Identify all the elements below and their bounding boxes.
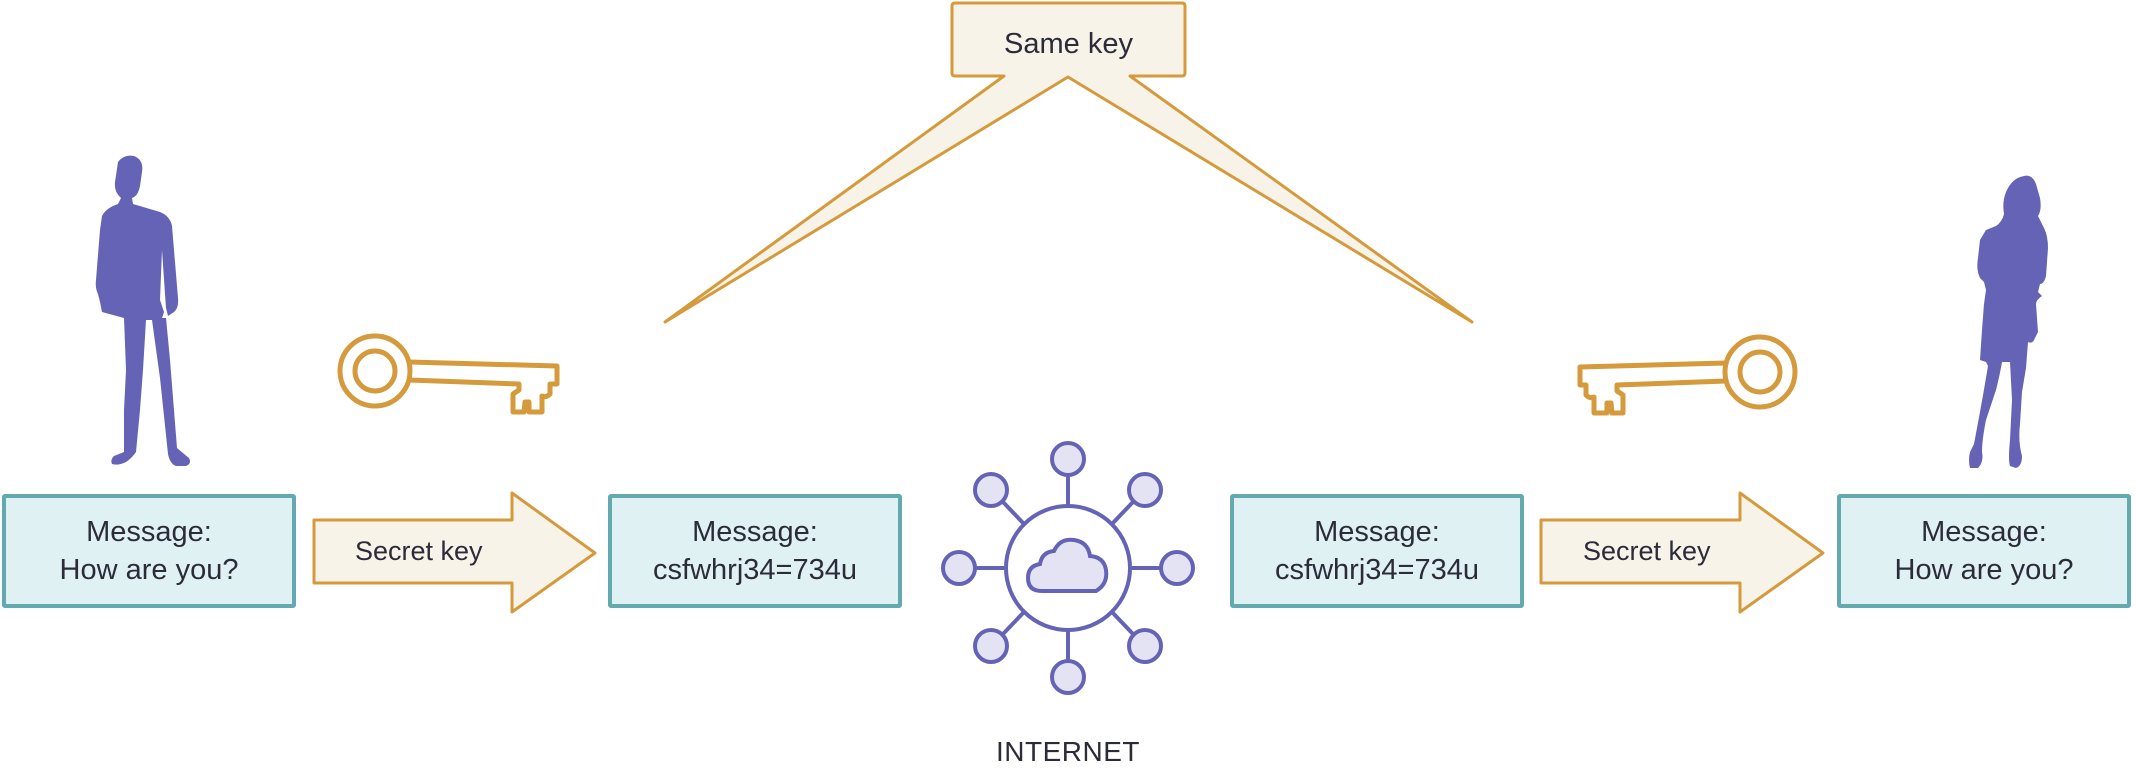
decrypt-arrow-label: Secret key <box>1583 536 1711 566</box>
receiver-plaintext-box: Message: How are you? <box>1837 494 2131 608</box>
same-key-label: Same key <box>1004 28 1133 60</box>
cloud-icon <box>1025 537 1109 593</box>
woman-silhouette-icon <box>1969 175 2048 468</box>
internet-label: INTERNET <box>996 736 1140 767</box>
key-icon <box>337 333 560 415</box>
message-heading: Message: <box>1921 516 2047 548</box>
message-text: csfwhrj34=734u <box>1275 554 1479 586</box>
message-text: csfwhrj34=734u <box>653 554 857 586</box>
sender-plaintext-box: Message: How are you? <box>2 494 296 608</box>
sender-ciphertext-box: Message: csfwhrj34=734u <box>608 494 902 608</box>
decrypt-arrow <box>1539 491 1825 614</box>
encrypt-arrow-label: Secret key <box>355 536 483 566</box>
message-heading: Message: <box>692 516 818 548</box>
message-text: How are you? <box>59 554 239 586</box>
man-silhouette-icon <box>95 155 190 466</box>
key-icon <box>1577 334 1798 416</box>
message-heading: Message: <box>86 516 212 548</box>
message-text: How are you? <box>1894 554 2074 586</box>
receiver-ciphertext-box: Message: csfwhrj34=734u <box>1230 494 1524 608</box>
cloud-network-icon <box>941 441 1195 695</box>
message-heading: Message: <box>1314 516 1440 548</box>
same-key-callout <box>663 1 1474 324</box>
encrypt-arrow <box>312 491 597 614</box>
